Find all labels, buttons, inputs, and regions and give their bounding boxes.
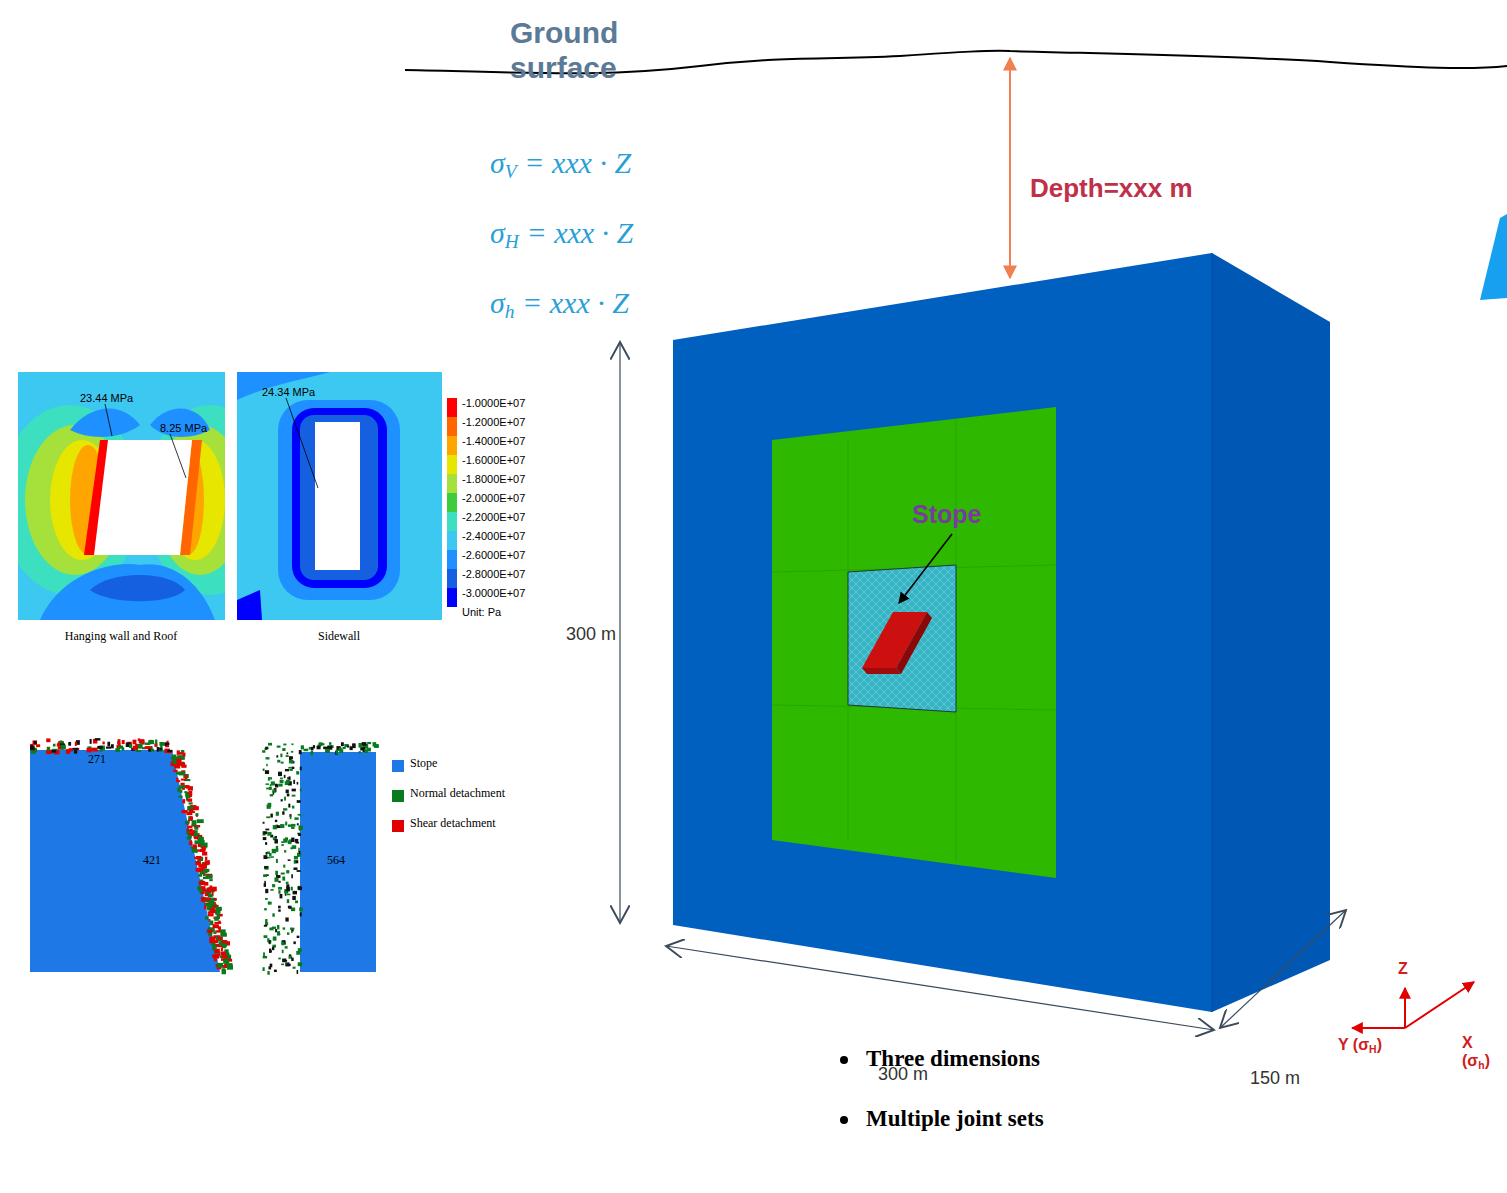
legend-swatch bbox=[447, 455, 457, 474]
axis-label: Z bbox=[1398, 960, 1408, 978]
detachment-count: 271 bbox=[88, 753, 106, 767]
plot-caption: Hanging wall and Roof bbox=[65, 630, 177, 644]
legend-text: -2.8000E+07 bbox=[462, 568, 525, 581]
legend-text: Stope bbox=[410, 757, 437, 771]
legend-text: -2.0000E+07 bbox=[462, 492, 525, 505]
stress-equation: σh = xxx · Z bbox=[490, 286, 629, 323]
legend-text: -1.8000E+07 bbox=[462, 473, 525, 486]
dimension-label: 300 m bbox=[566, 624, 616, 645]
legend-text: -2.6000E+07 bbox=[462, 549, 525, 562]
legend-swatch bbox=[447, 436, 457, 455]
stress-value: 24.34 MPa bbox=[262, 386, 315, 399]
legend-swatch bbox=[447, 493, 457, 512]
stress-equation: σH = xxx · Z bbox=[490, 216, 633, 253]
detachment-count: 421 bbox=[143, 854, 161, 868]
unit-label: Unit: Pa bbox=[462, 606, 501, 619]
dimension-label: 150 m bbox=[1250, 1068, 1300, 1089]
bullet-text: Multiple joint sets bbox=[866, 1106, 1044, 1132]
legend-text: -3.0000E+07 bbox=[462, 587, 525, 600]
legend-text: -1.2000E+07 bbox=[462, 416, 525, 429]
legend-swatch bbox=[447, 512, 457, 531]
detachment-count: 564 bbox=[327, 854, 345, 868]
depth-label: Depth=xxx m bbox=[1030, 174, 1193, 204]
stress-value: 8.25 MPa bbox=[160, 422, 207, 435]
legend-text: -1.4000E+07 bbox=[462, 435, 525, 448]
legend-swatch bbox=[392, 760, 404, 772]
legend-swatch bbox=[447, 550, 457, 569]
ground-label: Ground surface bbox=[510, 16, 650, 85]
legend-swatch bbox=[447, 417, 457, 436]
legend-swatch bbox=[447, 474, 457, 493]
legend-text: Shear detachment bbox=[410, 817, 496, 831]
stress-value: 23.44 MPa bbox=[80, 392, 133, 405]
legend-swatch bbox=[392, 820, 404, 832]
legend-text: -2.2000E+07 bbox=[462, 511, 525, 524]
legend-text: -2.4000E+07 bbox=[462, 530, 525, 543]
axis-label: X (σh) bbox=[1462, 1034, 1502, 1072]
axis-label: Y (σH) bbox=[1338, 1036, 1382, 1056]
legend-swatch bbox=[447, 569, 457, 588]
legend-swatch bbox=[392, 790, 404, 802]
legend-text: -1.6000E+07 bbox=[462, 454, 525, 467]
legend-text: Normal detachment bbox=[410, 787, 505, 801]
stope-label: Stope bbox=[912, 500, 981, 529]
legend-swatch bbox=[447, 531, 457, 550]
legend-swatch bbox=[447, 398, 457, 417]
legend-text: -1.0000E+07 bbox=[462, 397, 525, 410]
plot-caption: Sidewall bbox=[318, 630, 360, 644]
legend-swatch bbox=[447, 588, 457, 607]
bullet-text: Three dimensions bbox=[866, 1046, 1040, 1072]
stress-equation: σV = xxx · Z bbox=[490, 146, 631, 183]
